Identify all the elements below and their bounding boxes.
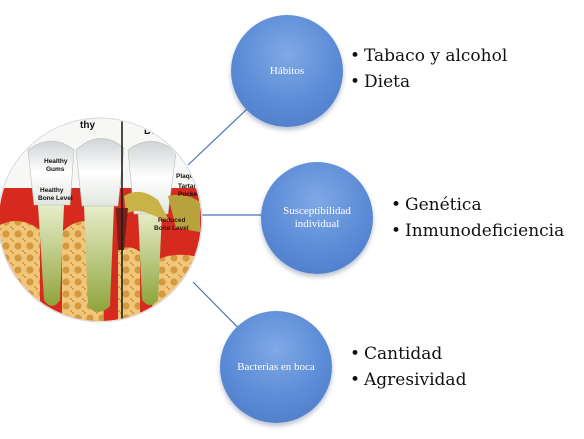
tooth-crown-center	[75, 138, 125, 207]
list-item-text: Tabaco y alcohol	[364, 46, 508, 66]
periodontal-illustration: thy Pe Diseas Healthy Gums Healthy Bone …	[0, 112, 203, 323]
list-item-text: Inmunodeficiencia	[405, 221, 565, 241]
list-item: •Agresividad	[350, 367, 466, 393]
label-reduced-bone-2: Bone Level	[154, 225, 189, 232]
bone-center-right	[118, 247, 140, 321]
heading-left-text: thy	[80, 120, 95, 131]
plaque-deposit	[124, 191, 170, 222]
label-plaque: Plaque	[176, 173, 198, 180]
label-healthy-gums-1: Healthy	[44, 158, 68, 165]
list-item-text: Cantidad	[364, 344, 443, 364]
node-habitos-label: Hábitos	[269, 64, 305, 77]
list-item: •Inmunodeficiencia	[391, 218, 564, 244]
bullet-icon: •	[350, 46, 361, 66]
label-reduced-bone-1: Reduced	[158, 217, 185, 224]
bullet-icon: •	[350, 72, 361, 92]
node-habitos-list: •Tabaco y alcohol •Dieta	[350, 43, 507, 95]
tooth-root-left	[38, 205, 64, 306]
node-bacterias-list: •Cantidad •Agresividad	[350, 341, 466, 393]
tooth-root-right	[138, 212, 162, 305]
list-item-text: Agresividad	[364, 370, 467, 390]
node-habitos-circle: Hábitos	[231, 15, 343, 127]
bullet-icon: •	[350, 344, 361, 364]
bullet-icon: •	[391, 195, 402, 215]
label-healthy-gums-2: Gums	[46, 166, 65, 173]
label-pocket: Pocket	[178, 191, 200, 198]
list-item-text: Dieta	[364, 72, 411, 92]
label-tartar: Tartar	[178, 183, 196, 190]
bullet-icon: •	[350, 370, 361, 390]
bone-left	[0, 221, 40, 321]
heading-right-top-text: Pe	[140, 112, 153, 123]
bullet-icon: •	[391, 221, 402, 241]
list-item: •Tabaco y alcohol	[350, 43, 507, 69]
node-susceptibilidad-label: Susceptibilidad individual	[283, 205, 351, 230]
node-bacterias-circle: Bacterias en boca	[220, 311, 332, 423]
node-susceptibilidad-circle: Susceptibilidad individual	[261, 162, 373, 274]
tooth-crown-left	[27, 140, 75, 206]
list-item: •Cantidad	[350, 341, 466, 367]
list-item: •Dieta	[350, 69, 507, 95]
tooth-root-center	[84, 205, 114, 312]
label-healthy-bone-2: Bone Level	[38, 195, 73, 202]
list-item: •Genética	[391, 192, 564, 218]
label-healthy-bone-1: Healthy	[40, 187, 64, 194]
node-bacterias-label: Bacterias en boca	[237, 360, 315, 373]
node-susceptibilidad-list: •Genética •Inmunodeficiencia	[391, 192, 564, 244]
list-item-text: Genética	[405, 195, 482, 215]
tartar-deposit	[168, 194, 200, 232]
